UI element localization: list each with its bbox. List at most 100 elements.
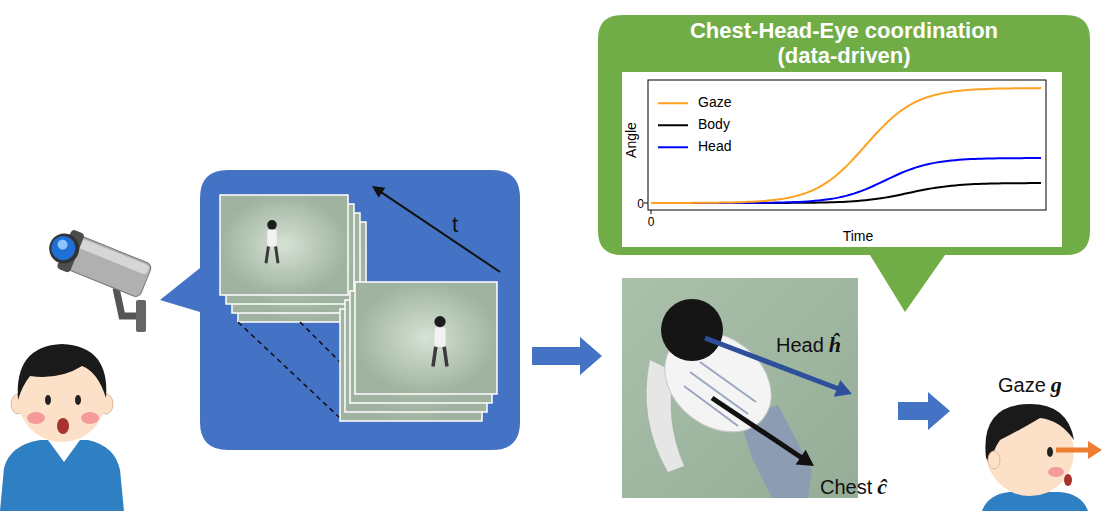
- arrow-shaft: [712, 398, 802, 458]
- overhead-photo: HeadĥChestĉ: [622, 278, 858, 498]
- vector-symbol: ĉ: [877, 474, 887, 500]
- label-holder: Time: [843, 227, 874, 245]
- x-tick: [651, 210, 652, 214]
- photo: [622, 278, 858, 498]
- head: [434, 316, 445, 327]
- shirt: [434, 327, 445, 347]
- hair: [661, 299, 723, 361]
- legs: [266, 246, 278, 263]
- chart-panel: [622, 72, 1062, 247]
- legend-entry: Gaze: [658, 95, 731, 110]
- text-group: t: [452, 212, 458, 238]
- eye: [75, 395, 81, 405]
- node-illustration: [160, 170, 520, 450]
- head-curve: [651, 158, 1041, 203]
- mouth: [57, 418, 69, 434]
- vector-symbol: g: [1051, 372, 1062, 398]
- node-shape: [622, 278, 858, 498]
- legend-entry: Body: [658, 117, 730, 132]
- y-tick: [644, 203, 648, 204]
- text-group: Chestĉ: [820, 474, 887, 500]
- wall-plate: [136, 300, 146, 332]
- method-callout: Chest-Head-Eye coordination (data-driven…: [596, 12, 1092, 314]
- gaze-person: Gazeg: [962, 362, 1108, 511]
- ear: [988, 451, 1000, 469]
- callout-shape: [160, 170, 520, 450]
- video-frame: [355, 282, 497, 394]
- label-holder: 0: [648, 212, 655, 230]
- mouth: [1064, 474, 1072, 486]
- video-frame: [220, 195, 348, 295]
- lens: [48, 233, 79, 264]
- time-arrow: [372, 186, 500, 272]
- vector-name: Chest: [820, 476, 872, 499]
- tick-label: 0: [637, 197, 644, 211]
- head: [267, 220, 277, 230]
- legend-line: [658, 98, 688, 108]
- tick-label: 0: [648, 215, 655, 229]
- axis-title: Time: [843, 228, 874, 244]
- arrow-head: [372, 186, 385, 198]
- video-frames-callout: t: [150, 168, 522, 452]
- node-illustration: [982, 404, 1102, 511]
- node-shape: [150, 168, 522, 452]
- text-group: Headĥ: [776, 332, 841, 358]
- legend-line: [658, 142, 688, 152]
- legend-line-sample: [658, 146, 688, 148]
- eye: [45, 395, 51, 405]
- cheek: [1048, 467, 1064, 477]
- shirt-stripes: [684, 362, 756, 426]
- vector-name: Gaze: [998, 374, 1046, 397]
- observed-person: [0, 344, 124, 511]
- security-camera: [42, 223, 153, 332]
- callout-shape: [598, 15, 1090, 312]
- flow-arrow: [532, 337, 602, 375]
- lens-ring: [45, 229, 84, 268]
- node-illustration: [598, 15, 1090, 312]
- shirt: [267, 230, 277, 247]
- collar: [48, 440, 80, 462]
- vector-symbol: ĥ: [829, 332, 841, 358]
- text-group: Chest-Head-Eye coordination (data-driven…: [596, 18, 1092, 69]
- legend-text: Body: [698, 117, 730, 132]
- time-axis-label: t: [452, 212, 458, 238]
- floor: [622, 278, 858, 498]
- camera-body: [42, 223, 153, 301]
- label-holder: Angle: [622, 122, 640, 158]
- camera-highlight: [76, 237, 150, 275]
- body-curve: [651, 183, 1041, 203]
- flow-arrow: [898, 392, 950, 430]
- vector-name: Head: [776, 334, 824, 357]
- walking-person: [266, 220, 278, 263]
- cheek: [81, 412, 99, 424]
- arrow-shaft: [1056, 448, 1090, 453]
- walking-person: [433, 316, 447, 366]
- legend-text: Gaze: [698, 95, 731, 110]
- node-illustration: [622, 278, 858, 498]
- axis-title: Angle: [623, 122, 639, 158]
- legend-text: Head: [698, 139, 731, 154]
- cheek: [27, 412, 45, 424]
- callout-title: Chest-Head-Eye coordination (data-driven…: [669, 18, 1019, 69]
- legend-entry: Head: [658, 139, 731, 154]
- dashed-line: [300, 322, 346, 368]
- legend-line: [658, 120, 688, 130]
- dashed-line: [238, 322, 340, 418]
- hair: [18, 344, 107, 400]
- label-holder: 0: [637, 194, 644, 212]
- legs: [433, 347, 447, 367]
- text-group: Gazeg: [998, 372, 1062, 398]
- lens-glare: [56, 238, 69, 251]
- chest-direction-arrow: [712, 398, 814, 466]
- gaze-curve: [651, 88, 1041, 203]
- arrow-head: [1088, 441, 1102, 459]
- gaze-direction-arrow: [1056, 441, 1102, 459]
- arrow-head: [834, 380, 852, 397]
- chart-frame: [648, 80, 1046, 210]
- eye: [1047, 447, 1053, 457]
- shirt: [0, 440, 124, 511]
- arrow-head: [796, 450, 814, 466]
- arrow-shaft: [380, 192, 500, 272]
- legend-line-sample: [658, 124, 688, 126]
